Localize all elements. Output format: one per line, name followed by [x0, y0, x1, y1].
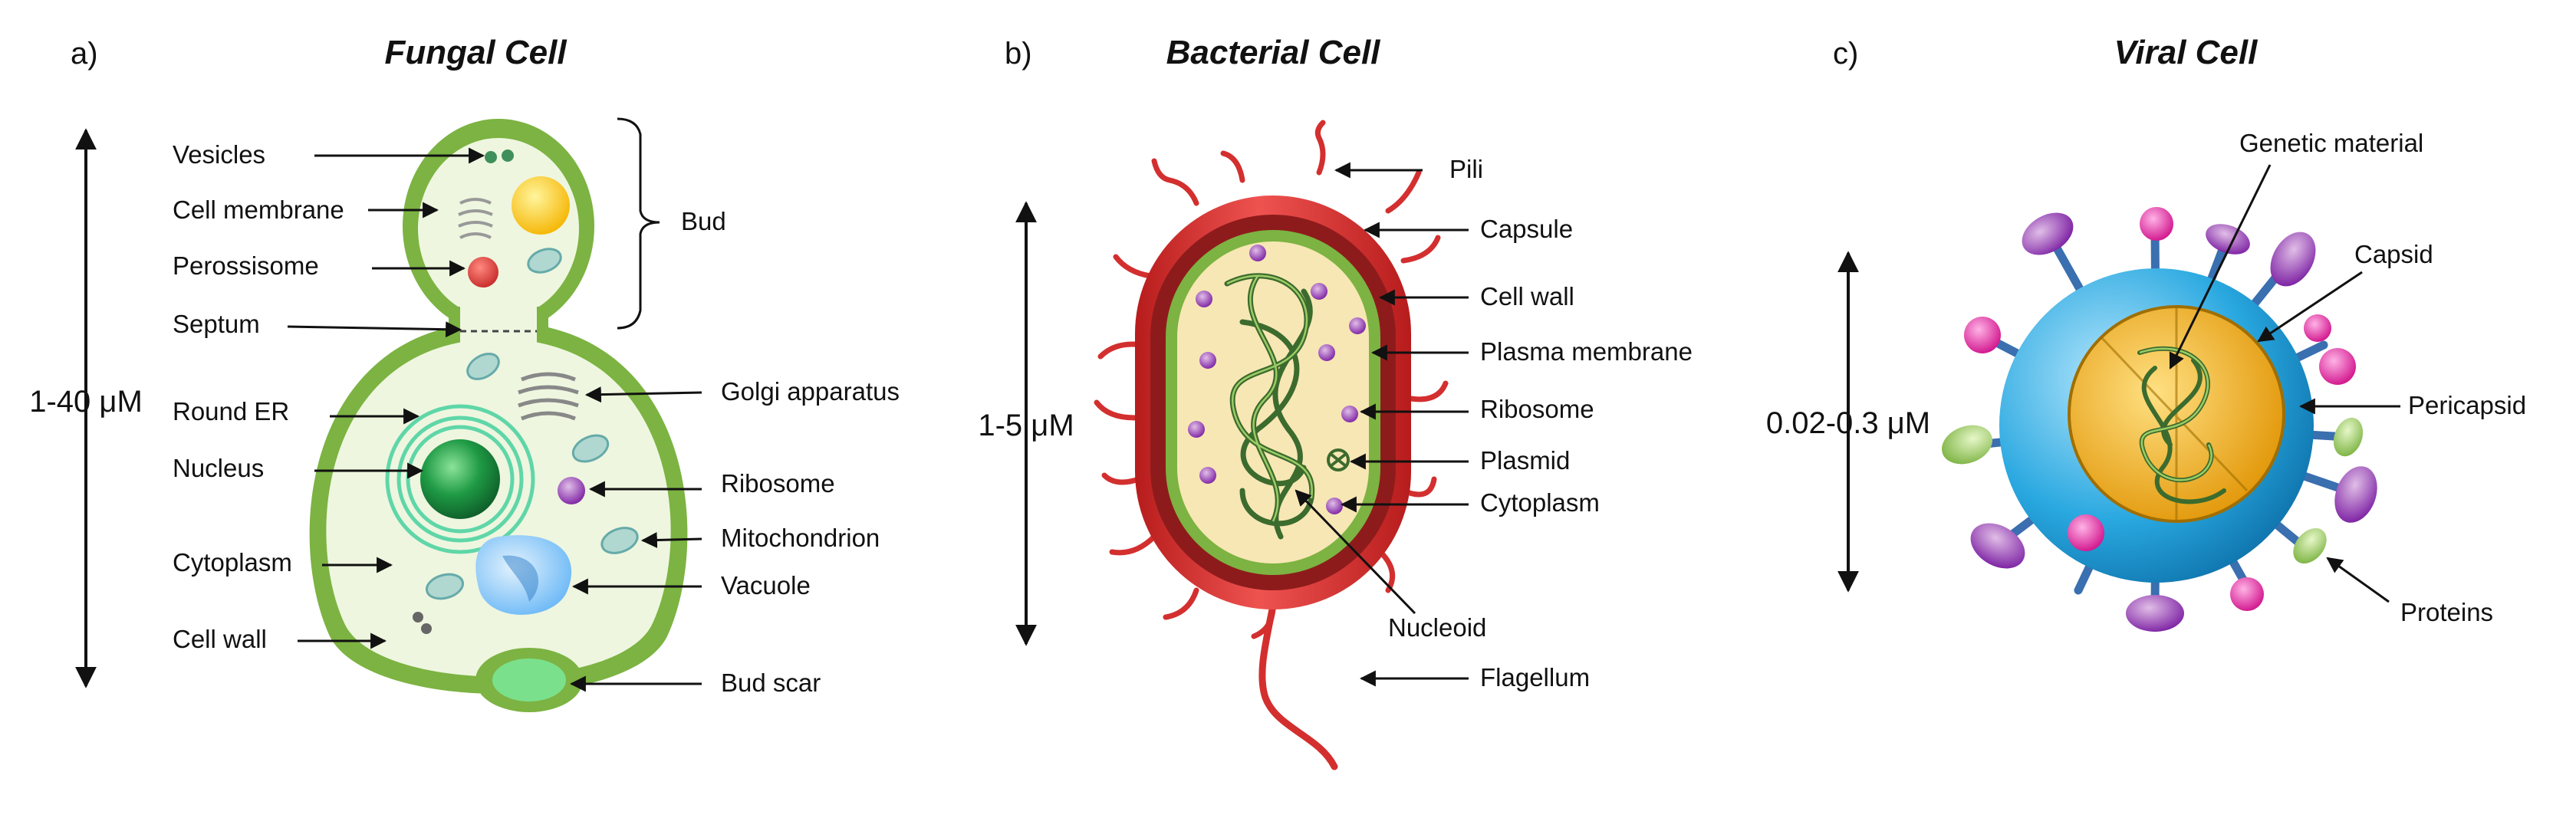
round-er — [385, 404, 535, 554]
label-genetic-material: Genetic material — [2239, 129, 2423, 157]
label-plasmid: Plasmid — [1480, 446, 1570, 475]
nucleoid-overlay — [1226, 274, 1313, 522]
label-cell-wall-fungal: Cell wall — [173, 625, 267, 653]
label-cytoplasm-bacterial: Cytoplasm — [1480, 488, 1600, 517]
perossisome — [468, 257, 498, 287]
panel-viral-cell: c) Viral Cell 0.02-0.3 μM — [1766, 34, 2526, 632]
mitochondrion-3 — [600, 527, 639, 554]
label-cytoplasm: Cytoplasm — [173, 548, 292, 577]
arrow-golgi — [584, 386, 702, 403]
ribosome-fungal — [558, 477, 585, 504]
mother-cell-cytoplasm — [326, 339, 671, 677]
label-plasma-membrane: Plasma membrane — [1480, 337, 1693, 366]
mitochondrion-1 — [466, 353, 500, 380]
label-golgi: Golgi apparatus — [721, 377, 900, 406]
panel-letter-b: b) — [1005, 37, 1032, 71]
label-mitochondrion: Mitochondrion — [721, 524, 880, 552]
arrow-genetic-material — [2169, 164, 2272, 370]
vacuole-inner — [502, 555, 539, 602]
label-nucleus: Nucleus — [173, 454, 264, 482]
label-cell-wall-bacterial: Cell wall — [1480, 282, 1574, 310]
label-septum: Septum — [173, 310, 260, 338]
label-proteins: Proteins — [2400, 598, 2493, 626]
bud-yellow-organelle — [512, 176, 570, 235]
panel-letter-c: c) — [1833, 37, 1858, 71]
vesicle-3 — [413, 612, 423, 623]
label-ribosome-bacterial: Ribosome — [1480, 395, 1594, 423]
arrow-mitochondrion — [640, 532, 702, 549]
label-bud-scar: Bud scar — [721, 669, 821, 697]
pili — [1094, 120, 1449, 639]
label-cell-membrane: Cell membrane — [173, 195, 344, 224]
label-vacuole: Vacuole — [721, 571, 811, 600]
label-flagellum: Flagellum — [1480, 663, 1590, 692]
fungal-scale-label: 1-40 μM — [29, 385, 143, 419]
label-perossisome: Perossisome — [173, 251, 319, 280]
label-nucleoid: Nucleoid — [1388, 613, 1486, 642]
panel-fungal-cell: a) Fungal Cell 1-40 μM — [29, 34, 900, 712]
vesicle-4 — [421, 623, 432, 634]
bacterial-cell-title: Bacterial Cell — [1166, 34, 1381, 71]
bud-brace — [617, 117, 660, 330]
flagellum — [1258, 602, 1338, 770]
bacterial-cytoplasm — [1177, 241, 1369, 563]
label-capsid: Capsid — [2354, 240, 2433, 268]
fungal-cell-title: Fungal Cell — [384, 34, 567, 71]
arrow-proteins — [2326, 557, 2390, 603]
spike-heads — [1942, 207, 2377, 632]
bacterial-scale-label: 1-5 μM — [978, 409, 1074, 442]
bud-neck-inner — [460, 303, 537, 345]
viral-scale-label: 0.02-0.3 μM — [1766, 406, 1930, 440]
bud-scar — [492, 659, 566, 701]
label-vesicles: Vesicles — [173, 140, 265, 169]
label-bud: Bud — [681, 207, 726, 235]
arrow-septum — [287, 321, 462, 338]
arrow-nucleoid — [1295, 489, 1416, 615]
vesicle-2 — [502, 149, 514, 162]
label-pericapsid: Pericapsid — [2408, 391, 2526, 419]
genetic-material-overlay — [2139, 347, 2212, 481]
golgi-apparatus — [518, 372, 579, 421]
vesicle-1 — [485, 151, 497, 163]
plasmid — [1327, 448, 1350, 471]
nucleus — [420, 439, 500, 519]
mitochondrion-2 — [571, 434, 610, 463]
label-round-er: Round ER — [173, 397, 289, 425]
label-capsule: Capsule — [1480, 215, 1573, 243]
mitochondrion-4 — [425, 573, 465, 600]
panel-bacterial-cell: b) Bacterial Cell 1-5 μM — [978, 34, 1693, 770]
label-ribosome-fungal: Ribosome — [721, 469, 835, 498]
viral-cell-title: Viral Cell — [2114, 34, 2258, 71]
label-pili: Pili — [1449, 155, 1483, 183]
panel-letter-a: a) — [71, 37, 98, 71]
bacterial-ribosomes — [1188, 245, 1366, 514]
bud-mitochondrion — [527, 248, 562, 274]
bud-golgi — [458, 198, 493, 239]
arrow-capsid — [2257, 271, 2363, 343]
